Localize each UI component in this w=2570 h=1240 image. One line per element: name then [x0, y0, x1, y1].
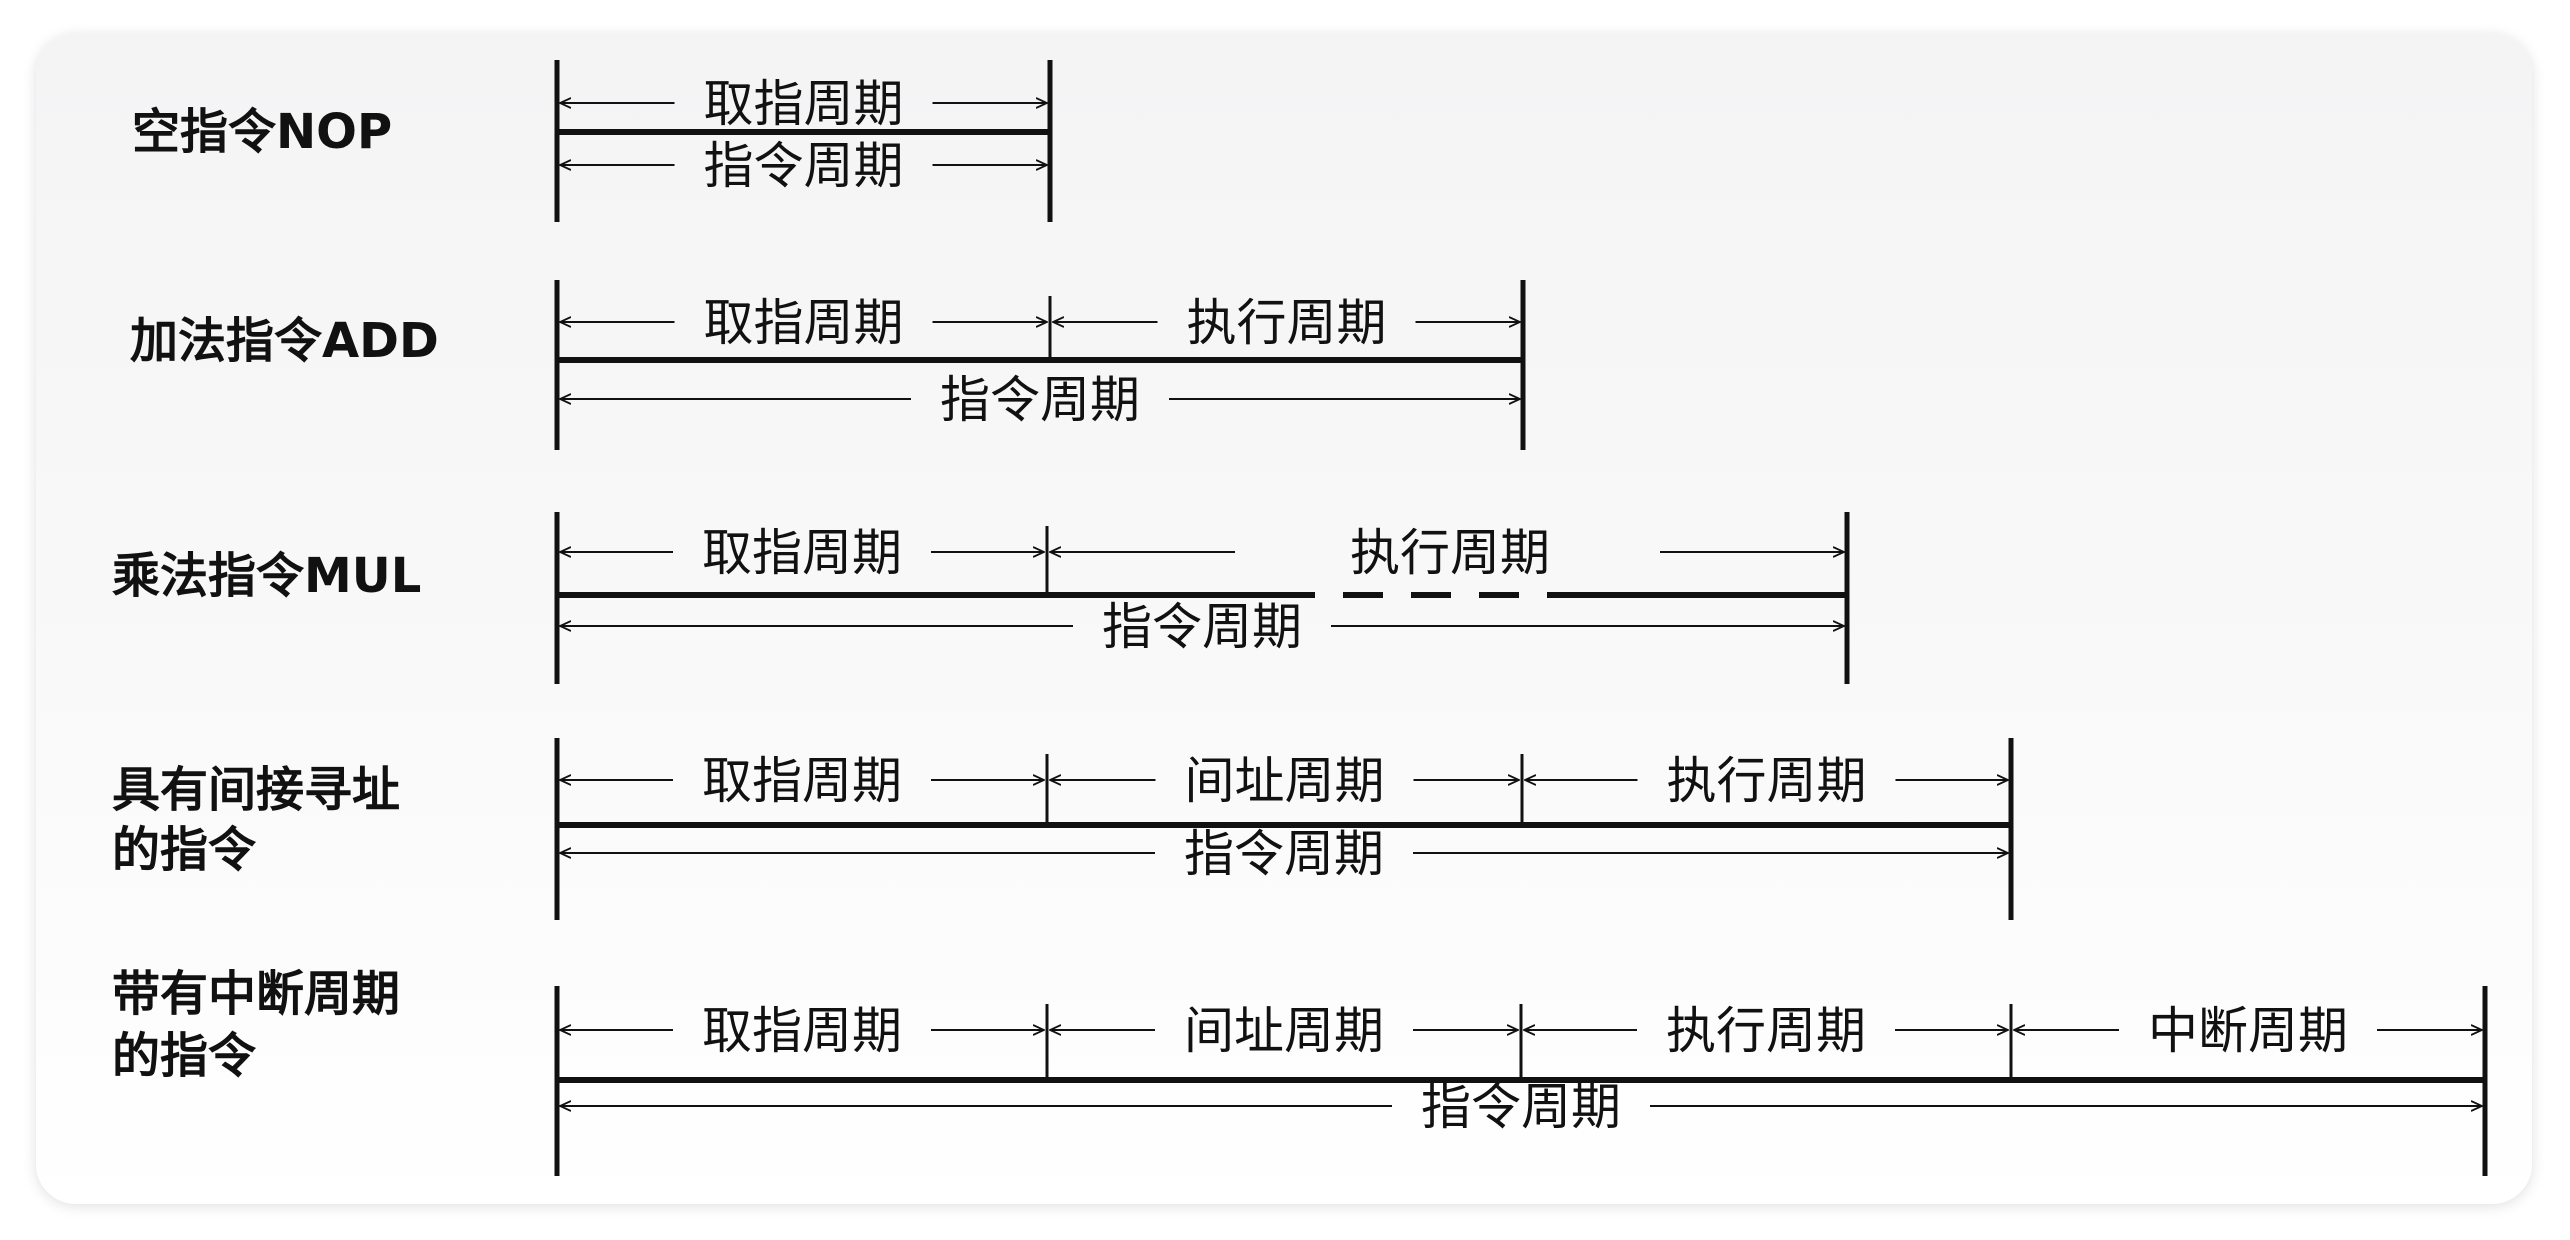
segment-label: 执行周期: [1350, 524, 1550, 582]
total-label: 指令周期: [704, 137, 904, 195]
row-label: 乘法指令MUL: [112, 548, 421, 604]
total-label: 指令周期: [1421, 1078, 1621, 1136]
segment-label: 取指周期: [704, 75, 904, 133]
segment-label: 取指周期: [704, 294, 904, 352]
segment-label: 间址周期: [1185, 752, 1385, 810]
cycle-row: 空指令NOP: [132, 60, 1053, 222]
segment-label: 取指周期: [702, 1002, 902, 1060]
segment-label: 执行周期: [1667, 752, 1867, 810]
segment-label: 执行周期: [1666, 1002, 1866, 1060]
diagram-card: [36, 34, 2532, 1204]
row-label: 的指令: [112, 1028, 257, 1084]
row-label: 带有中断周期: [112, 966, 400, 1022]
total-label: 指令周期: [1102, 598, 1302, 656]
segment-label: 取指周期: [702, 752, 902, 810]
row-label: 具有间接寻址: [112, 762, 400, 818]
row-label: 加法指令ADD: [130, 313, 439, 369]
total-label: 指令周期: [1184, 825, 1384, 883]
cycle-row: 乘法指令MUL 执行周期: [112, 512, 1850, 684]
row-label: 的指令: [112, 822, 257, 878]
segment-label: 中断周期: [2148, 1002, 2348, 1060]
segment-label: 取指周期: [702, 524, 902, 582]
cycle-row: 加法指令ADD: [130, 280, 1526, 450]
segment-label: 执行周期: [1187, 294, 1387, 352]
segment-label: 间址周期: [1184, 1002, 1384, 1060]
row-label: 空指令NOP: [132, 104, 392, 160]
total-label: 指令周期: [940, 371, 1140, 429]
